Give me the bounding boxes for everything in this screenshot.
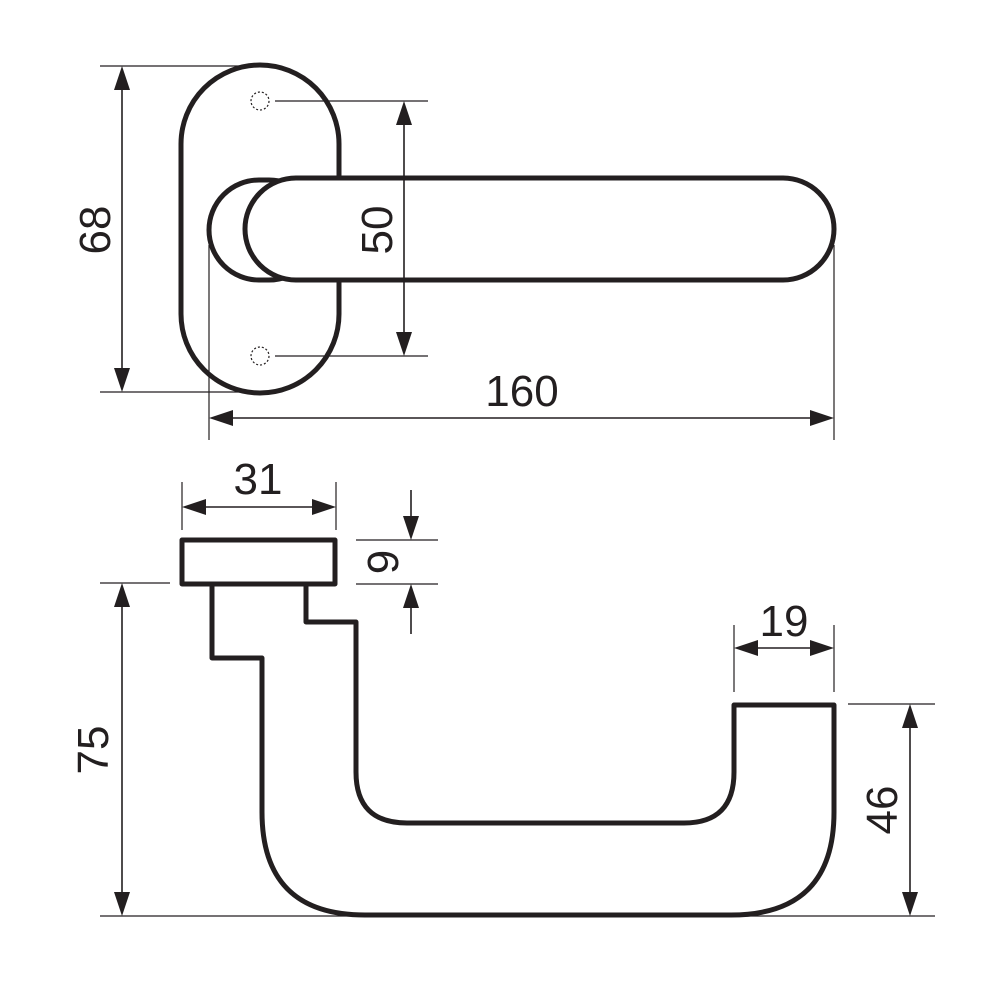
dimension-19-label: 19 [760, 597, 809, 646]
dimension-31-label: 31 [234, 455, 283, 504]
lever-grip-outline [242, 175, 837, 283]
dimension-75: 75 [69, 582, 935, 917]
dimension-68-label: 68 [71, 206, 120, 255]
rosette-profile [179, 537, 338, 587]
top-screw-hole [250, 91, 270, 111]
bottom-screw-hole [250, 346, 270, 366]
dimension-46: 46 [848, 703, 935, 916]
dimension-46-label: 46 [858, 786, 907, 835]
side-view [179, 537, 837, 918]
dimension-50: 50 [275, 100, 428, 357]
dimension-31: 31 [181, 455, 337, 530]
front-view [178, 62, 837, 396]
dimension-19: 19 [733, 597, 835, 692]
dimension-75-label: 75 [69, 726, 118, 775]
dimension-160: 160 [208, 245, 835, 440]
dimension-160-label: 160 [485, 367, 558, 416]
dimension-50-label: 50 [353, 206, 402, 255]
lever-profile [209, 581, 837, 918]
dimension-9: 9 [356, 490, 438, 634]
dimension-9-label: 9 [359, 550, 408, 574]
dimension-68: 68 [71, 65, 240, 393]
